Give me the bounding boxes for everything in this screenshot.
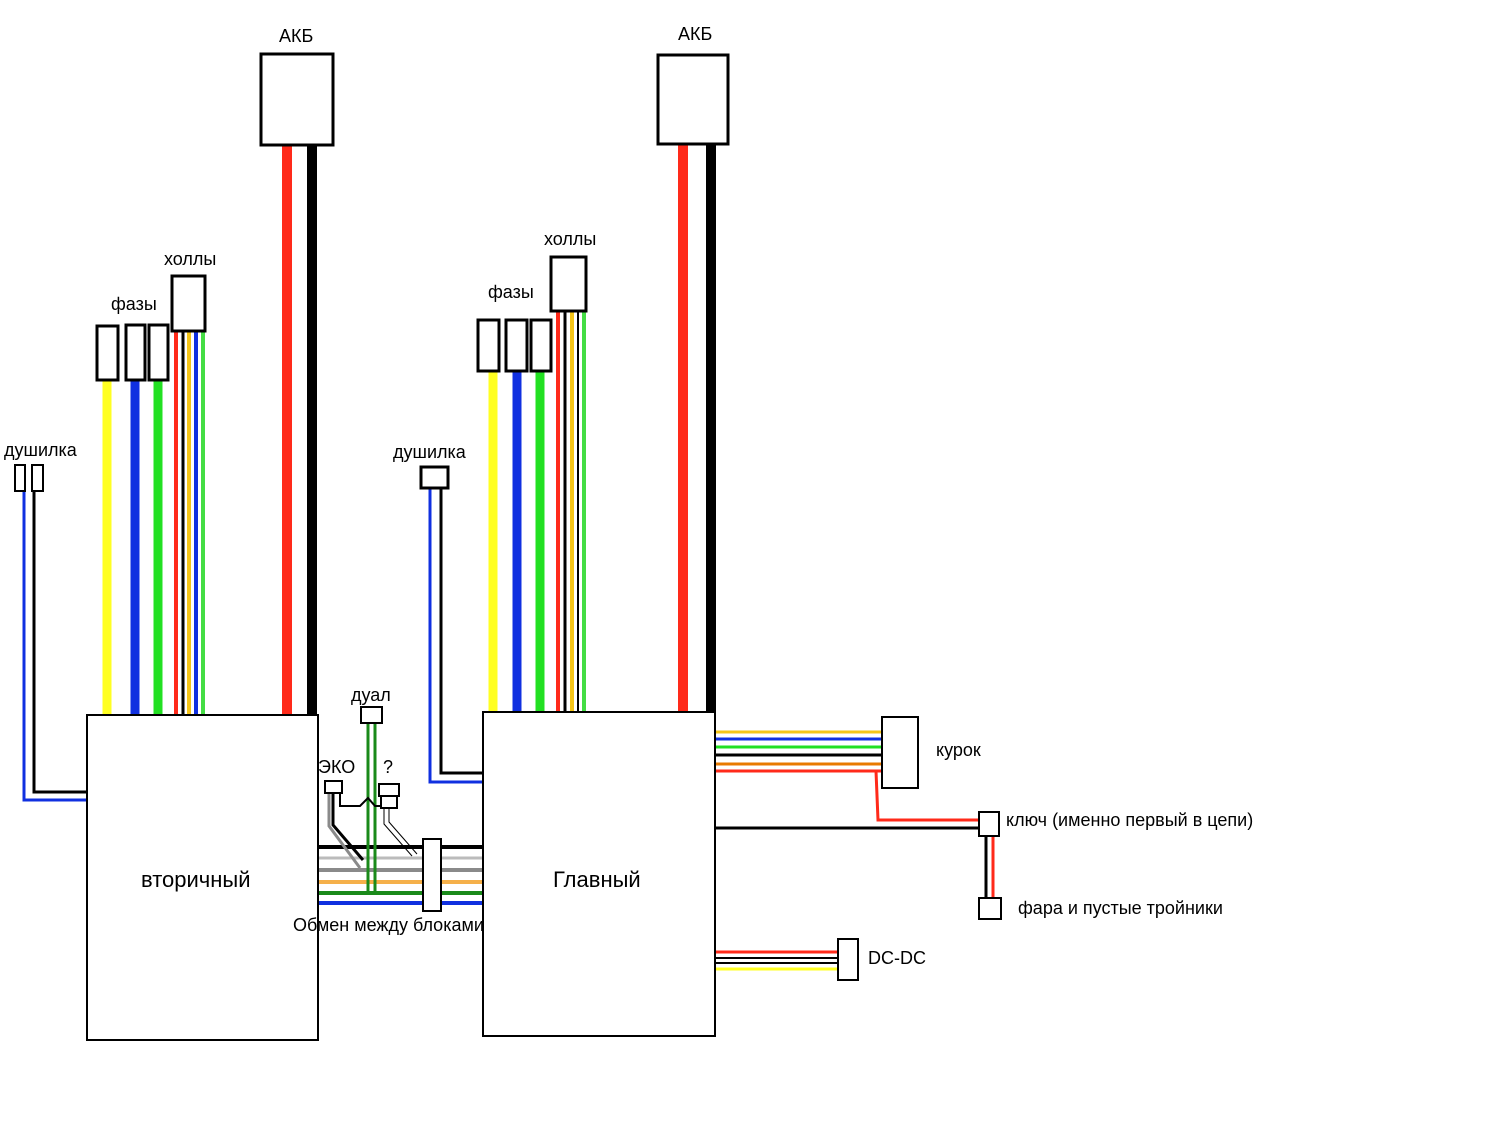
key-connector — [978, 811, 1000, 837]
key-label: ключ (именно первый в цепи) — [1006, 810, 1253, 830]
trigger-connector — [881, 716, 919, 789]
halls-label-right: холлы — [544, 229, 596, 249]
main-controller-label: Главный — [553, 867, 641, 892]
headlight-label: фара и пустые тройники — [1018, 898, 1223, 918]
phases-label-left: фазы — [111, 294, 157, 314]
hall-wires-left — [174, 331, 205, 715]
question-connector — [378, 783, 400, 797]
dcdc-label: DC-DC — [868, 948, 926, 968]
trigger-label: курок — [936, 740, 981, 760]
phase-connectors-left — [95, 323, 170, 382]
battery-label-right: АКБ — [678, 24, 712, 44]
main-controller — [482, 711, 716, 1037]
phase-wires-right — [488, 371, 545, 712]
hall-connector-left — [170, 274, 207, 333]
secondary-controller-label: вторичный — [141, 867, 251, 892]
phase-connectors-right — [476, 318, 553, 373]
phase-wires-left — [102, 380, 163, 715]
brake-connector-right — [419, 465, 450, 490]
question-connector-lower — [380, 795, 398, 809]
eco-label: ЭКО — [318, 757, 355, 777]
eco-wires — [327, 788, 382, 869]
dual-label: дуал — [351, 685, 391, 705]
eco-connector — [324, 780, 343, 794]
secondary-controller — [86, 714, 319, 1041]
battery-label-left: АКБ — [279, 26, 313, 46]
phases-label-right: фазы — [488, 282, 534, 302]
question-wires — [383, 808, 418, 857]
dcdc-wires — [715, 950, 838, 971]
hall-connector-right — [549, 255, 588, 313]
exchange-connector — [422, 838, 442, 912]
key-wires — [715, 826, 995, 898]
trigger-wires — [715, 730, 980, 822]
brake-label-left: душилка — [4, 440, 78, 460]
brake-wires-left — [22, 491, 87, 802]
brake-wires-right — [428, 488, 483, 784]
dual-connector — [360, 706, 383, 724]
exchange-label: Обмен между блоками — [293, 915, 484, 935]
headlight-connector — [978, 897, 1002, 920]
battery-wires-left — [282, 145, 317, 715]
exchange-bundle — [318, 845, 483, 905]
battery-connector-left — [259, 52, 335, 147]
brake-connector-left — [14, 464, 44, 492]
battery-wires-right — [678, 144, 716, 712]
brake-label-right: душилка — [393, 442, 467, 462]
halls-label-left: холлы — [164, 249, 216, 269]
hall-wires-right — [556, 311, 586, 712]
question-label: ? — [383, 757, 393, 777]
dual-wires — [366, 722, 377, 893]
battery-connector-right — [656, 53, 730, 146]
dcdc-connector — [837, 938, 859, 981]
